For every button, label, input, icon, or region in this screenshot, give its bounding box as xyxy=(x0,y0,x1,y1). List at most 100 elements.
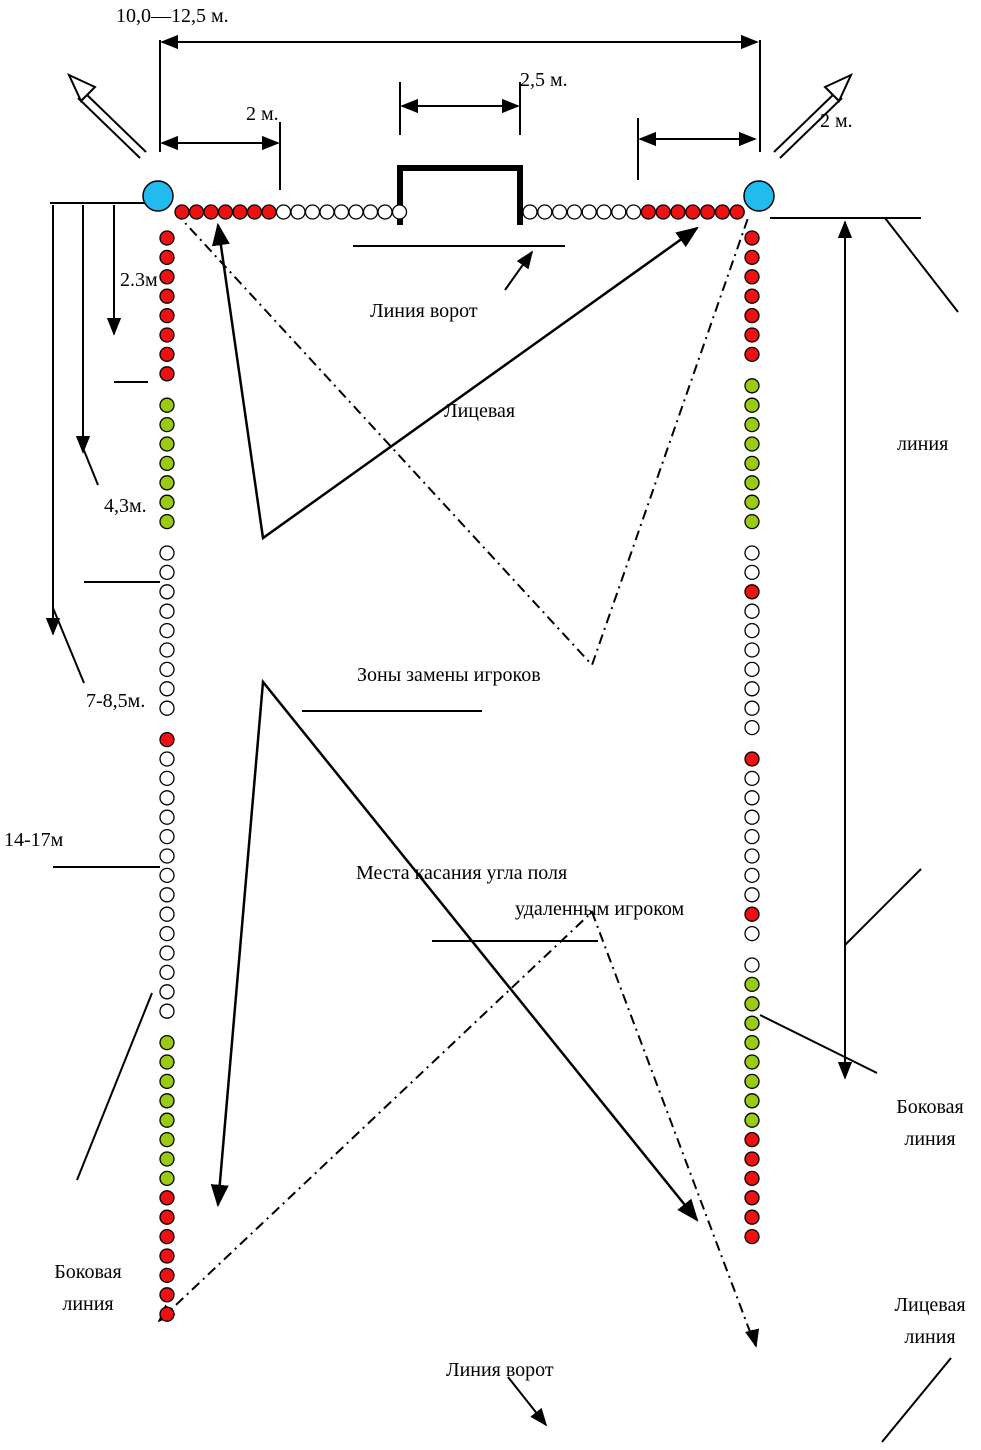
side-dot xyxy=(159,809,175,825)
side-dot xyxy=(159,790,175,806)
side-dot xyxy=(159,1073,175,1090)
side-dot xyxy=(159,584,175,600)
side-dot xyxy=(744,230,760,246)
side-dot xyxy=(744,1209,760,1225)
side-dot xyxy=(744,475,760,491)
top-row-dot xyxy=(333,204,350,220)
side-dot xyxy=(159,494,175,510)
corner-direction-arrows xyxy=(66,72,854,159)
side-dot xyxy=(744,288,760,304)
side-dot xyxy=(159,269,175,285)
top-row-dot xyxy=(625,204,642,220)
top-row-dot xyxy=(203,204,219,220)
side-right-label-2: линия xyxy=(904,1128,956,1150)
side-dot xyxy=(744,603,760,619)
goal-line-pointer xyxy=(504,250,534,291)
dimension-lines xyxy=(159,34,761,190)
top-row-dot xyxy=(319,204,335,220)
side-dot xyxy=(159,230,175,246)
side-dot xyxy=(159,887,175,903)
side-dot xyxy=(744,642,760,658)
goal-line-top-label: Линия ворот xyxy=(370,300,478,322)
left-distance-markers xyxy=(45,202,160,1181)
top-row-dot xyxy=(566,204,583,220)
side-dot xyxy=(744,307,760,324)
top-row-dot xyxy=(551,204,568,220)
side-dot xyxy=(159,475,175,491)
side-dot xyxy=(744,416,760,433)
top-row-dot xyxy=(611,204,627,220)
side-left-label-1: Боковая xyxy=(54,1261,122,1283)
goal-line-bottom-label: Линия ворот xyxy=(446,1359,554,1381)
dashdot-arrowheads xyxy=(157,1304,760,1348)
side-dot xyxy=(744,906,760,922)
side-dot xyxy=(744,513,760,530)
right-markers xyxy=(759,217,959,1443)
side-dot xyxy=(159,603,175,619)
face-right-label-2: линия xyxy=(904,1326,956,1348)
top-row-dot xyxy=(217,204,234,220)
dashdot-upper xyxy=(174,211,749,667)
side-dot xyxy=(744,770,760,787)
side-dot xyxy=(159,642,175,658)
side-dot xyxy=(159,436,175,452)
side-dot xyxy=(744,397,760,413)
top-row-dot xyxy=(174,204,190,220)
top-row-dot xyxy=(537,204,553,220)
total-width-label: 10,0—12,5 м. xyxy=(116,5,229,27)
side-dot xyxy=(744,661,760,678)
side-dot xyxy=(159,1003,175,1019)
path-upper xyxy=(211,222,699,541)
corner-left-label: 2 м. xyxy=(246,103,279,125)
top-row-dot xyxy=(581,204,597,220)
side-dot xyxy=(744,957,760,973)
face-line-top-label: Лицевая xyxy=(444,400,516,422)
side-dot xyxy=(744,848,760,864)
side-dot xyxy=(744,378,760,394)
top-row-dot xyxy=(685,204,701,220)
side-dot xyxy=(159,1190,175,1206)
top-row-dot xyxy=(232,204,248,220)
top-row-dot xyxy=(391,204,408,220)
side-dot xyxy=(744,1170,760,1187)
line-right-label: линия xyxy=(897,433,949,455)
goal xyxy=(353,165,565,291)
side-dot xyxy=(159,1054,175,1070)
side-dot xyxy=(159,513,175,530)
side-dot xyxy=(159,770,175,787)
side-right-label-1: Боковая xyxy=(896,1096,964,1118)
path-lower xyxy=(210,678,699,1222)
side-dot xyxy=(744,751,760,767)
side-dot xyxy=(159,945,175,961)
side-dot xyxy=(159,1093,175,1109)
side-dot xyxy=(159,1112,175,1128)
top-row-dot xyxy=(348,204,364,220)
arrowhead-left xyxy=(66,72,97,103)
top-row-dot xyxy=(304,204,321,220)
side-dot xyxy=(159,700,175,716)
side-dot xyxy=(744,1073,760,1090)
top-row-dot xyxy=(261,204,277,220)
side-dot xyxy=(744,1190,760,1206)
side-dot xyxy=(159,731,175,748)
top-row-dot xyxy=(714,204,731,220)
side-dot xyxy=(159,416,175,433)
sub-zones-label: Зоны замены игроков xyxy=(357,664,541,686)
top-row-dot xyxy=(522,204,538,220)
side-dot xyxy=(744,1015,760,1031)
side-dot xyxy=(159,288,175,304)
side-dot xyxy=(744,719,760,736)
side-dot xyxy=(744,455,760,472)
side-dot xyxy=(159,397,175,413)
top-row-dot xyxy=(655,204,671,220)
side-dot xyxy=(159,661,175,678)
arrowhead-right xyxy=(823,72,854,103)
side-dot xyxy=(744,269,760,285)
side-dot xyxy=(159,867,175,884)
side-dot xyxy=(159,455,175,472)
side-dot xyxy=(159,1209,175,1225)
side-dot xyxy=(744,1054,760,1070)
right-side-dots xyxy=(744,230,760,1245)
side-dot xyxy=(744,867,760,884)
